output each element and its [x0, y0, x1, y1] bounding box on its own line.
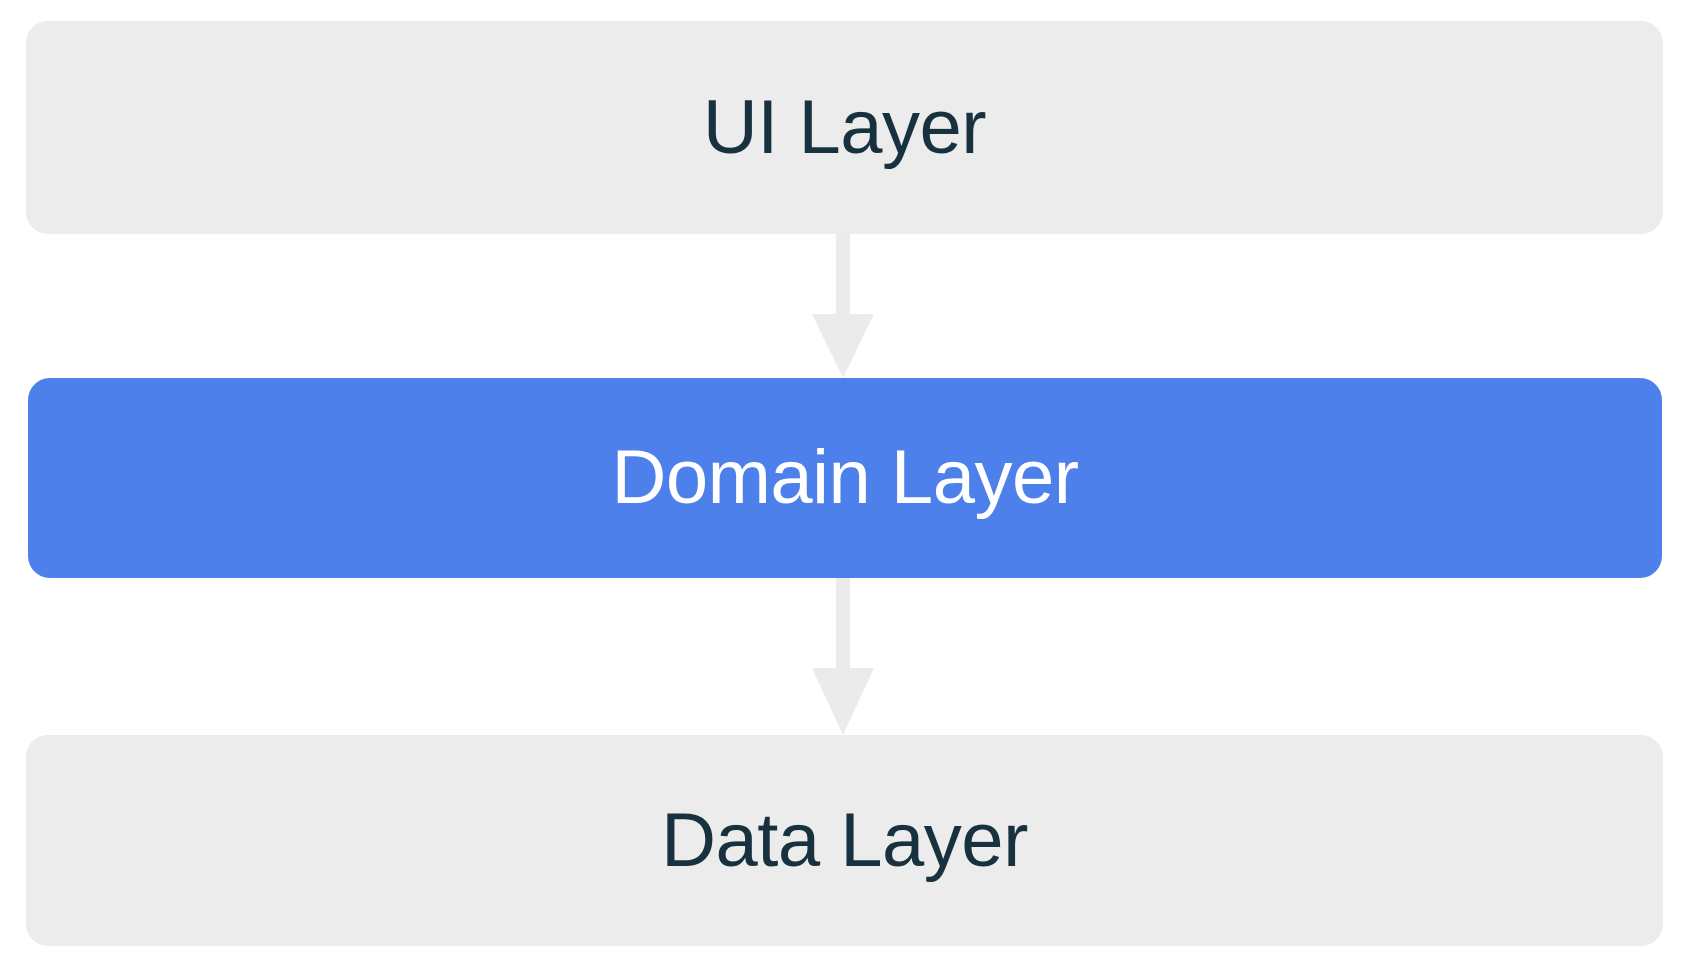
layer-label-ui-layer: UI Layer: [702, 84, 987, 170]
layer-box-data-layer[interactable]: Data Layer: [26, 735, 1663, 946]
layer-label-data-layer: Data Layer: [661, 797, 1028, 883]
layer-label-domain-layer: Domain Layer: [611, 435, 1079, 520]
layer-box-domain-layer[interactable]: Domain Layer: [28, 378, 1662, 578]
layer-box-ui-layer[interactable]: UI Layer: [26, 21, 1663, 234]
